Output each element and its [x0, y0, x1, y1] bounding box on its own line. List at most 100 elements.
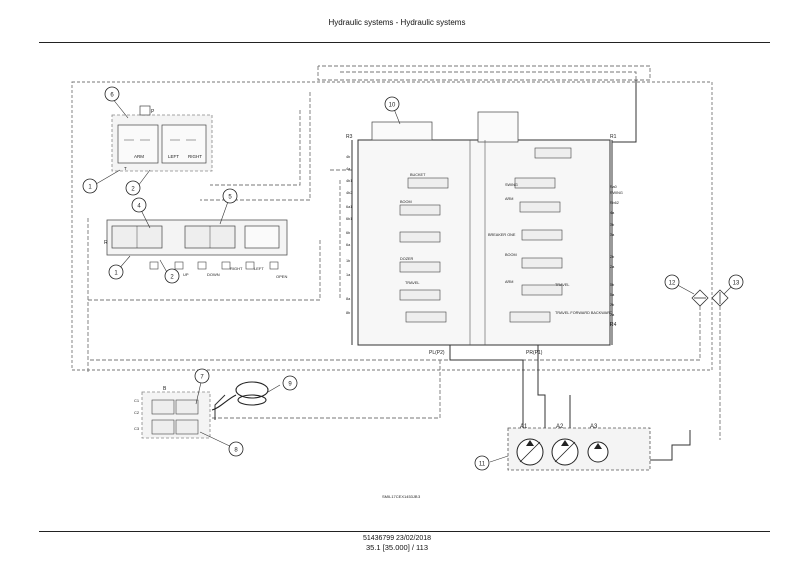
port-right-7: 2a: [610, 265, 615, 269]
svg-text:10: 10: [389, 103, 396, 109]
page-title: Hydraulic systems - Hydraulic systems: [328, 18, 466, 27]
pilot-t-label: T: [124, 166, 127, 171]
port-left-0: 4b: [346, 155, 350, 159]
port-right-9: 5a: [610, 293, 615, 297]
port-right-3: 4a: [610, 211, 615, 215]
aux-valve-block: B C1 C2 C3: [134, 386, 211, 439]
pilot-valve-up-label: UP: [183, 272, 189, 277]
port-left-5: 6b1: [346, 217, 352, 221]
section-label-9: TRAVEL: [555, 283, 570, 287]
port-left-7: 6a: [346, 243, 351, 247]
callout-1b: 1: [108, 264, 124, 280]
main-control-valve: R3 R1 R4 4b 4a 4b1 4b2 6a1 6b1 6b 6a: [346, 111, 623, 356]
callout-2a: 2: [125, 180, 141, 196]
port-left-6: 6b: [346, 231, 350, 235]
footer-page-number: 35.1 [35.000] / 113: [366, 543, 428, 552]
pilot-lines: [71, 65, 721, 440]
callout-10: 10: [384, 96, 400, 112]
aux-c3-label: C3: [134, 426, 140, 431]
figure-number: 3: [418, 494, 421, 499]
callouts: 1 2 4 5 6 1 2 10 12 13 7 9 8 11: [82, 86, 744, 471]
pump-a2-label: A2: [556, 424, 564, 430]
svg-text:9: 9: [288, 382, 292, 388]
aux-b-label: B: [163, 386, 167, 392]
section-label-10: TRAVEL FORWARD BACKWARD: [555, 311, 613, 315]
svg-text:5: 5: [228, 195, 232, 201]
svg-text:1: 1: [88, 185, 92, 191]
pilot-valve-row: R UP DOWN RIGHT LEFT OPEN: [104, 219, 287, 279]
callout-7: 7: [194, 368, 210, 384]
svg-text:4: 4: [137, 204, 141, 210]
port-r4: R4: [610, 322, 617, 328]
callout-12: 12: [664, 274, 680, 290]
joystick-head: [211, 381, 269, 411]
aux-c2-label: C2: [134, 410, 140, 415]
svg-text:2: 2: [131, 187, 135, 193]
port-left-1: 4a: [346, 167, 351, 171]
port-left-9: 1a: [346, 273, 351, 277]
port-left-2: 4b1: [346, 179, 352, 183]
callout-2b: 2: [164, 268, 180, 284]
port-left-3: 4b2: [346, 191, 352, 195]
callout-4: 4: [131, 197, 147, 213]
port-right-6: 2b: [610, 255, 614, 259]
filters: [691, 289, 729, 307]
section-label-8: ARM: [505, 280, 513, 284]
pump-a3-label: A3: [590, 424, 598, 430]
callout-1a: 1: [82, 178, 98, 194]
port-right-1: SWING: [610, 191, 623, 195]
callout-9: 9: [282, 375, 298, 391]
port-left-8: 1b: [346, 259, 350, 263]
port-left-10: 8a: [346, 297, 351, 301]
callout-11: 11: [474, 455, 490, 471]
pump-a1-label: A1: [520, 424, 528, 430]
svg-text:8: 8: [234, 448, 238, 454]
section-label-4: ARM: [505, 197, 513, 201]
pilot-left-label: LEFT: [168, 154, 179, 159]
pilot-valve-down-label: DOWN: [207, 272, 220, 277]
svg-text:13: 13: [733, 281, 740, 287]
pilot-arm-label: ARM: [134, 154, 144, 159]
section-label-5: TRAVEL: [405, 281, 420, 285]
port-right-10: 7b: [610, 303, 614, 307]
port-left-11: 8b: [346, 311, 350, 315]
port-left-4: 6a1: [346, 205, 352, 209]
callout-13: 13: [728, 274, 744, 290]
port-right-11: 7a: [610, 313, 615, 317]
pilot-valve-r-label: R: [104, 240, 108, 246]
pilot-valve-open-label: OPEN: [276, 274, 287, 279]
port-right-0: Sa0: [610, 185, 617, 189]
port-r3: R3: [346, 134, 353, 140]
svg-text:1: 1: [114, 271, 118, 277]
section-label-1: BOOM: [400, 200, 412, 204]
port-r1: R1: [610, 134, 617, 140]
port-right-5: 3a: [610, 233, 615, 237]
svg-text:6: 6: [110, 93, 114, 99]
port-right-8: 5b: [610, 283, 614, 287]
svg-text:2: 2: [170, 275, 174, 281]
port-pr-p1: PR(P1): [526, 350, 543, 356]
port-right-4: 3b: [610, 223, 614, 227]
aux-c1-label: C1: [134, 398, 140, 403]
port-right-2: Sb62: [610, 201, 619, 205]
pump-unit: A1 A2 A3: [507, 424, 651, 471]
page-frame: [39, 42, 770, 532]
pressure-lines: [214, 80, 691, 461]
svg-text:7: 7: [200, 375, 204, 381]
pilot-p-label: P: [151, 109, 155, 115]
footer-doc-ref: 51436799 23/02/2018: [362, 535, 432, 542]
svg-text:12: 12: [669, 281, 676, 287]
pilot-control-block: P ARM LEFT RIGHT T: [111, 105, 213, 172]
svg-text:11: 11: [479, 462, 486, 468]
callout-6: 6: [104, 86, 120, 102]
section-label-0: BUCKET: [410, 173, 426, 177]
section-label-7: BOOM: [505, 253, 517, 257]
section-label-2: BREAKER ONE: [488, 233, 516, 237]
pilot-right-label: RIGHT: [188, 154, 202, 159]
callout-8: 8: [228, 441, 244, 457]
section-label-6: DOZER: [400, 257, 414, 261]
section-label-3: SWING: [505, 183, 518, 187]
pilot-valve-left-label: LEFT: [254, 266, 264, 271]
callout-5: 5: [222, 188, 238, 204]
